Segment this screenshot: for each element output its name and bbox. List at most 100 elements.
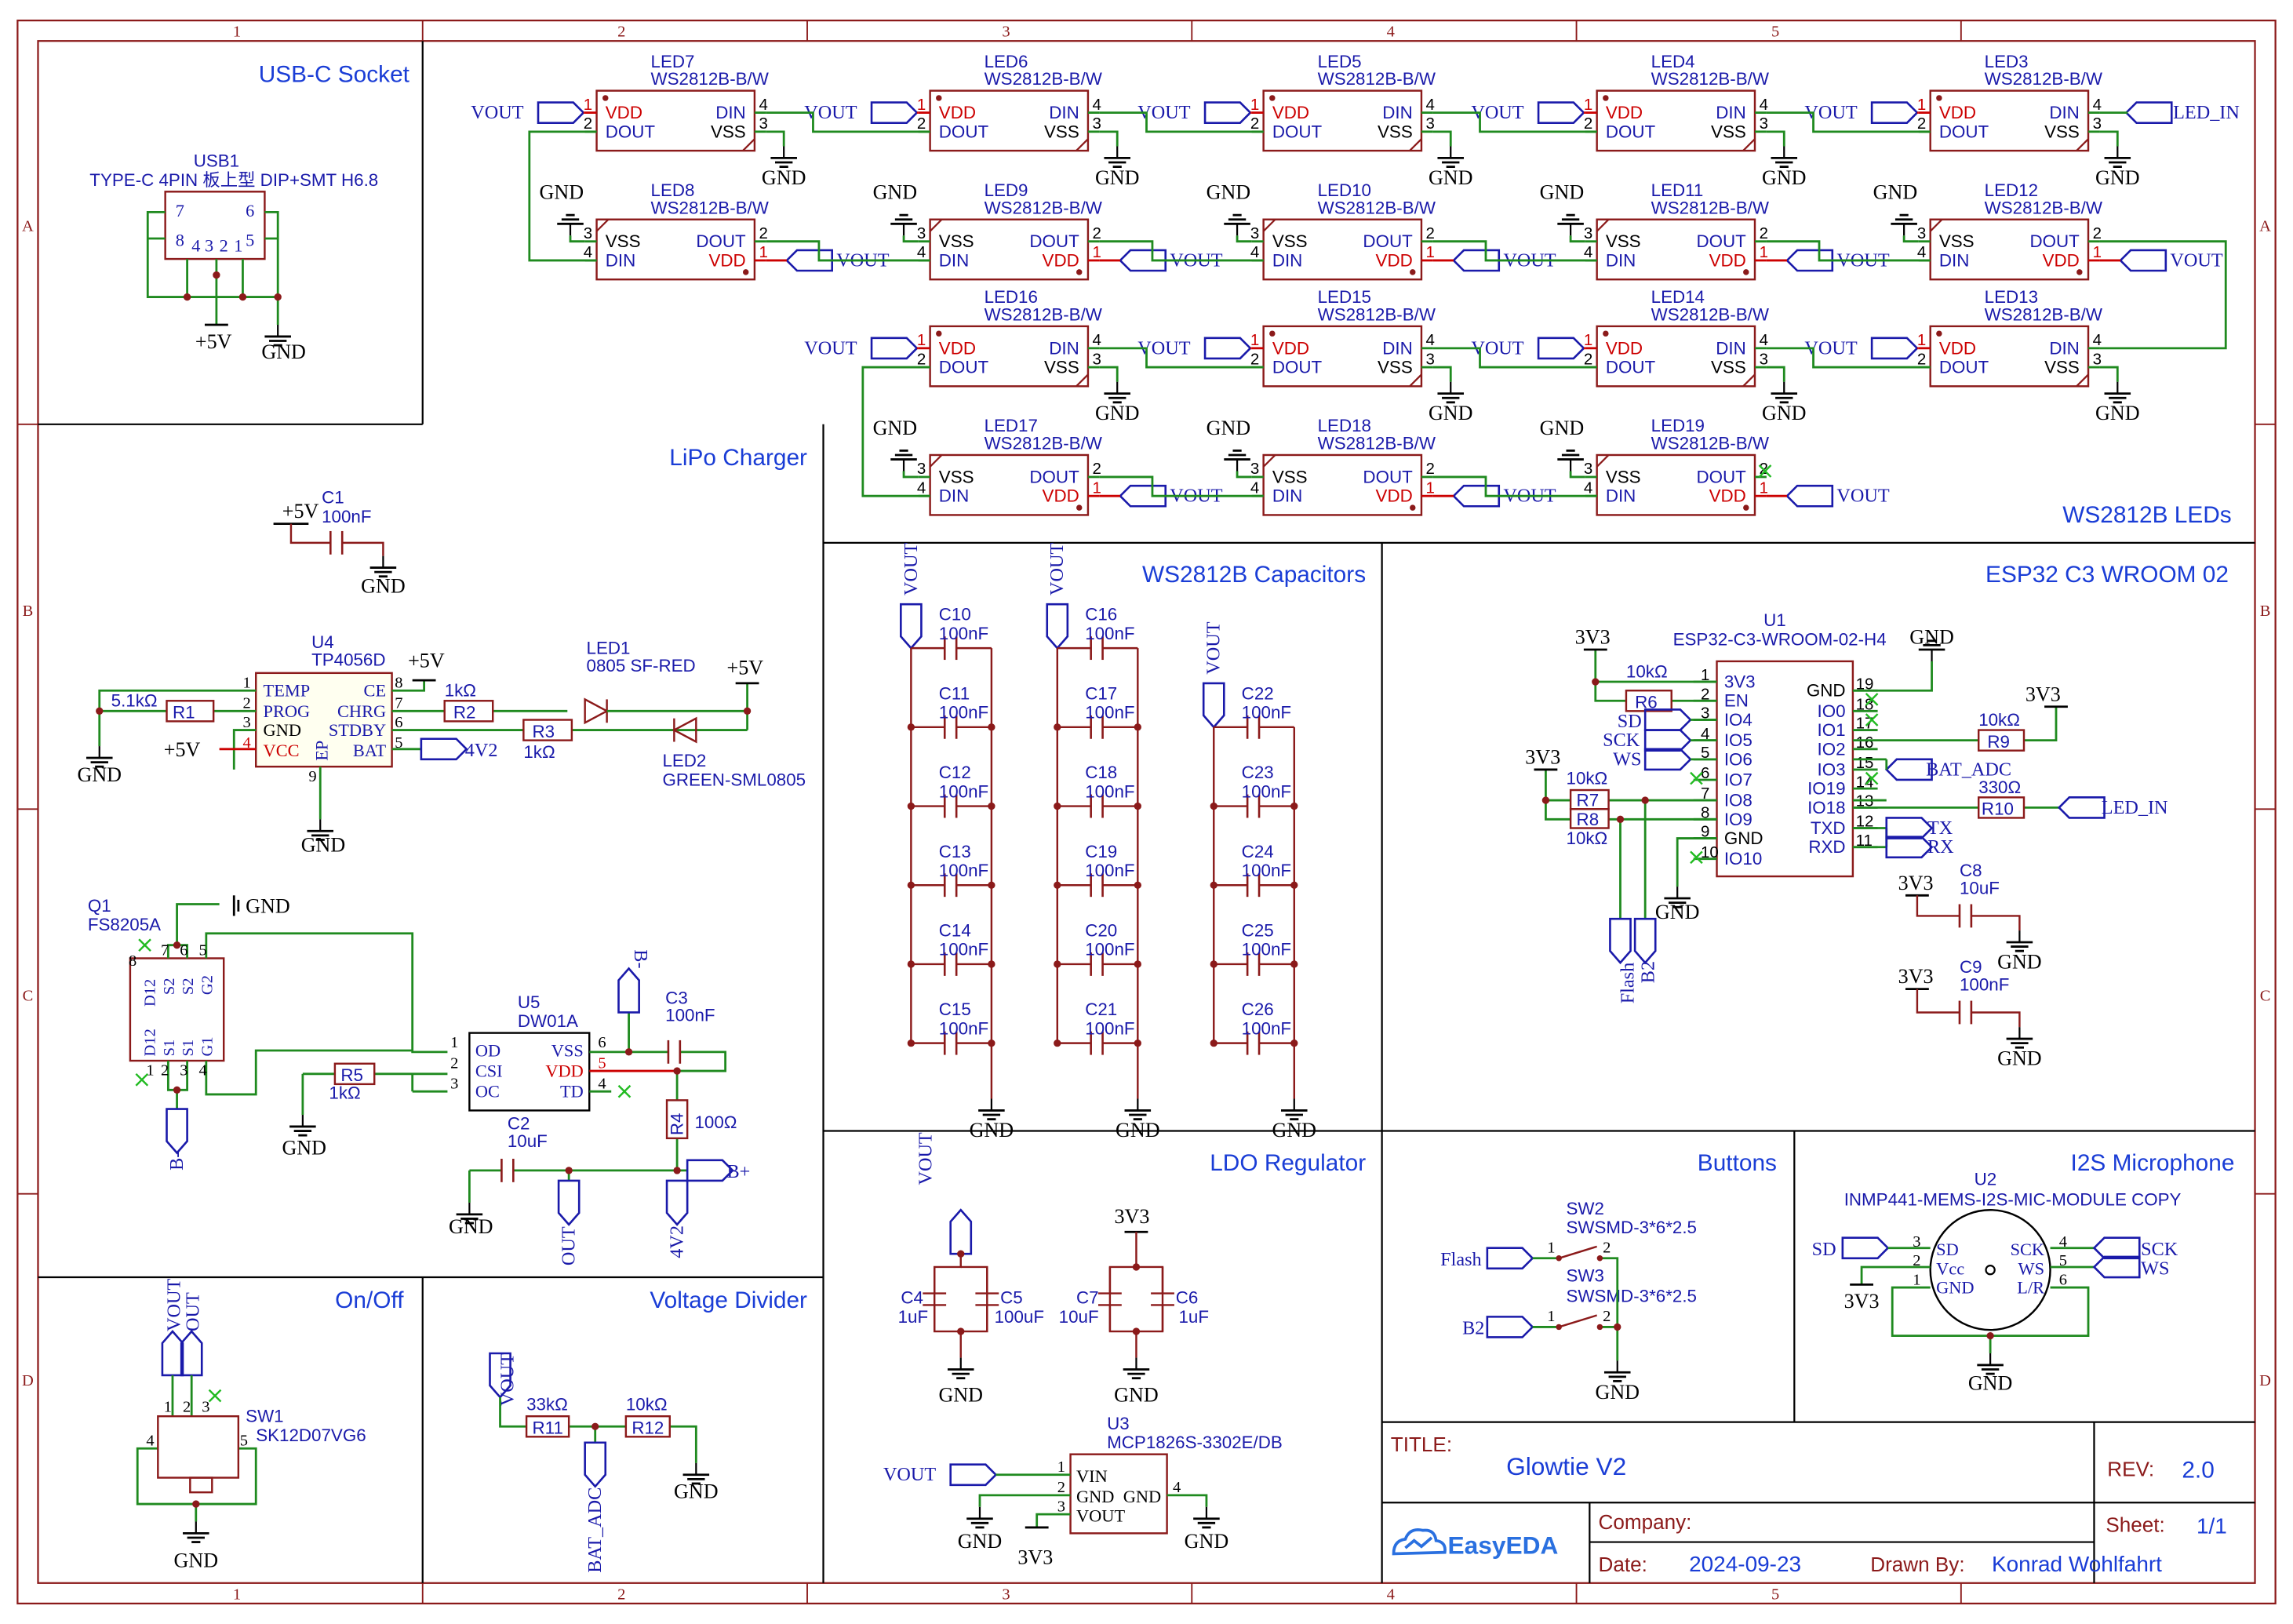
u4-ref: U4 (311, 632, 334, 652)
led-ref: LED9 (985, 180, 1028, 200)
led-pin-din: DIN (939, 250, 970, 270)
cap-value: 100nF (939, 940, 988, 959)
vout-flag: VOUT (1804, 337, 1919, 360)
cap-ref: C14 (939, 921, 971, 941)
r4-ref: R4 (668, 1113, 687, 1136)
svg-text:3: 3 (2093, 350, 2102, 368)
vout-flag: VOUT (804, 101, 919, 124)
svg-text:2: 2 (1426, 460, 1435, 478)
led-pin-din: DIN (939, 486, 970, 506)
svg-text:2: 2 (183, 1399, 191, 1416)
mic-pin: Vcc (1936, 1258, 1964, 1278)
cap-value: 100nF (1242, 781, 1291, 801)
led-pin-din: DIN (1049, 338, 1079, 358)
section-titles: USB-C Socket WS2812B LEDs LiPo Charger W… (259, 61, 2235, 1313)
led-ref: LED12 (1985, 180, 2038, 200)
net-flash: Flash (1617, 963, 1638, 1003)
easyeda-logo-text: EasyEDA (1448, 1531, 1559, 1559)
led-pin-dout: DOUT (1272, 358, 1323, 377)
cap-ref: C11 (939, 683, 970, 703)
led-pin-dout: DOUT (696, 231, 746, 251)
section-title-onoff: On/Off (335, 1287, 404, 1313)
esp-pin-num: 6 (1701, 764, 1709, 782)
led-part: WS2812B-B/W (1651, 434, 1770, 453)
led-pin-din: DIN (1382, 103, 1413, 122)
esp-pin-num: 5 (1701, 744, 1709, 762)
led-pin-vdd: VDD (1043, 250, 1079, 270)
net-vout: VOUT (471, 102, 523, 123)
led-chain-wires (528, 111, 2227, 497)
i2s-microphone: U2 INMP441-MEMS-I2S-MIC-MODULE COPY SD V… (1812, 1170, 2182, 1395)
c4-ref: C4 (901, 1288, 923, 1308)
led-pin-vss: VSS (1378, 358, 1413, 377)
svg-text:2: 2 (1913, 1252, 1920, 1269)
net-gnd: GND (1429, 166, 1473, 189)
led-pin-vdd: VDD (1272, 338, 1309, 358)
led-pin-dout: DOUT (1029, 467, 1079, 486)
svg-text:3: 3 (1760, 115, 1768, 133)
svg-text:4: 4 (1584, 243, 1592, 261)
r10-value: 330Ω (1978, 777, 2021, 797)
esp-pin-left: IO7 (1724, 770, 1753, 789)
u4-pin-temp: TEMP (264, 681, 311, 701)
cap-value: 100nF (939, 861, 988, 880)
row-label: C (23, 988, 34, 1005)
net-gnd: GND (1114, 1384, 1159, 1407)
cap-ref: C26 (1242, 1000, 1274, 1019)
svg-text:2: 2 (1250, 350, 1259, 368)
esp-pin-right: GND (1807, 681, 1846, 701)
net-gnd: GND (1762, 402, 1807, 424)
esp-pin-right: IO18 (1807, 798, 1845, 817)
svg-text:3: 3 (1917, 224, 1926, 242)
net-3v3: 3V3 (1844, 1290, 1880, 1313)
u5-pin-td: TD (560, 1082, 584, 1101)
svg-text:3: 3 (1093, 115, 1101, 133)
r7-ref: R7 (1577, 791, 1600, 810)
svg-text:2: 2 (1917, 350, 1926, 368)
svg-text:2: 2 (1250, 115, 1259, 133)
esp-pin-left: GND (1724, 828, 1763, 848)
svg-text:4: 4 (2093, 96, 2102, 114)
net-bat-adc: BAT_ADC (584, 1487, 606, 1573)
usb-pin: 8 (176, 230, 184, 249)
led-ref: LED8 (651, 180, 695, 200)
svg-text:4: 4 (242, 734, 250, 752)
col-label: 5 (1771, 1586, 1779, 1603)
net-gnd: GND (449, 1215, 493, 1238)
svg-text:4: 4 (1760, 331, 1768, 349)
esp-pin-right: IO2 (1818, 739, 1846, 759)
led-pin-din: DIN (1272, 250, 1303, 270)
r12-ref: R12 (631, 1418, 664, 1438)
cap-value: 100nF (1242, 861, 1291, 880)
net-ws: WS (1613, 748, 1641, 770)
net-sd: SD (1812, 1239, 1836, 1260)
svg-text:4: 4 (1584, 479, 1592, 497)
svg-text:7: 7 (395, 695, 402, 712)
net-gnd: GND (970, 1119, 1014, 1142)
led-ref: LED13 (1985, 287, 2038, 307)
c7-value: 10uF (1059, 1307, 1099, 1327)
led-part: WS2812B-B/W (1318, 434, 1436, 453)
led-pin-din: DIN (1716, 338, 1746, 358)
net-3v3: 3V3 (1017, 1546, 1053, 1569)
title-label: TITLE: (1391, 1433, 1452, 1456)
svg-text:4: 4 (1917, 243, 1926, 261)
svg-text:1: 1 (1547, 1239, 1555, 1256)
svg-text:3: 3 (1093, 350, 1101, 368)
net-vout: VOUT (1203, 621, 1225, 674)
net-bat-adc: BAT_ADC (1926, 759, 2011, 780)
svg-text:9: 9 (308, 768, 316, 785)
vout-flag: VOUT (471, 101, 585, 124)
svg-text:2: 2 (1584, 350, 1592, 368)
r6-value: 10kΩ (1626, 661, 1668, 681)
r2-value: 1kΩ (445, 681, 476, 701)
net-gnd: GND (1968, 1372, 2013, 1395)
led-ref: LED6 (985, 52, 1028, 71)
net-vout: VOUT (1046, 543, 1068, 595)
sw3-value: SWSMD-3*6*2.5 (1567, 1287, 1697, 1306)
esp-pin-num: 4 (1701, 725, 1709, 743)
svg-text:1: 1 (1057, 1458, 1065, 1476)
u4-pin-prog: PROG (264, 701, 311, 721)
